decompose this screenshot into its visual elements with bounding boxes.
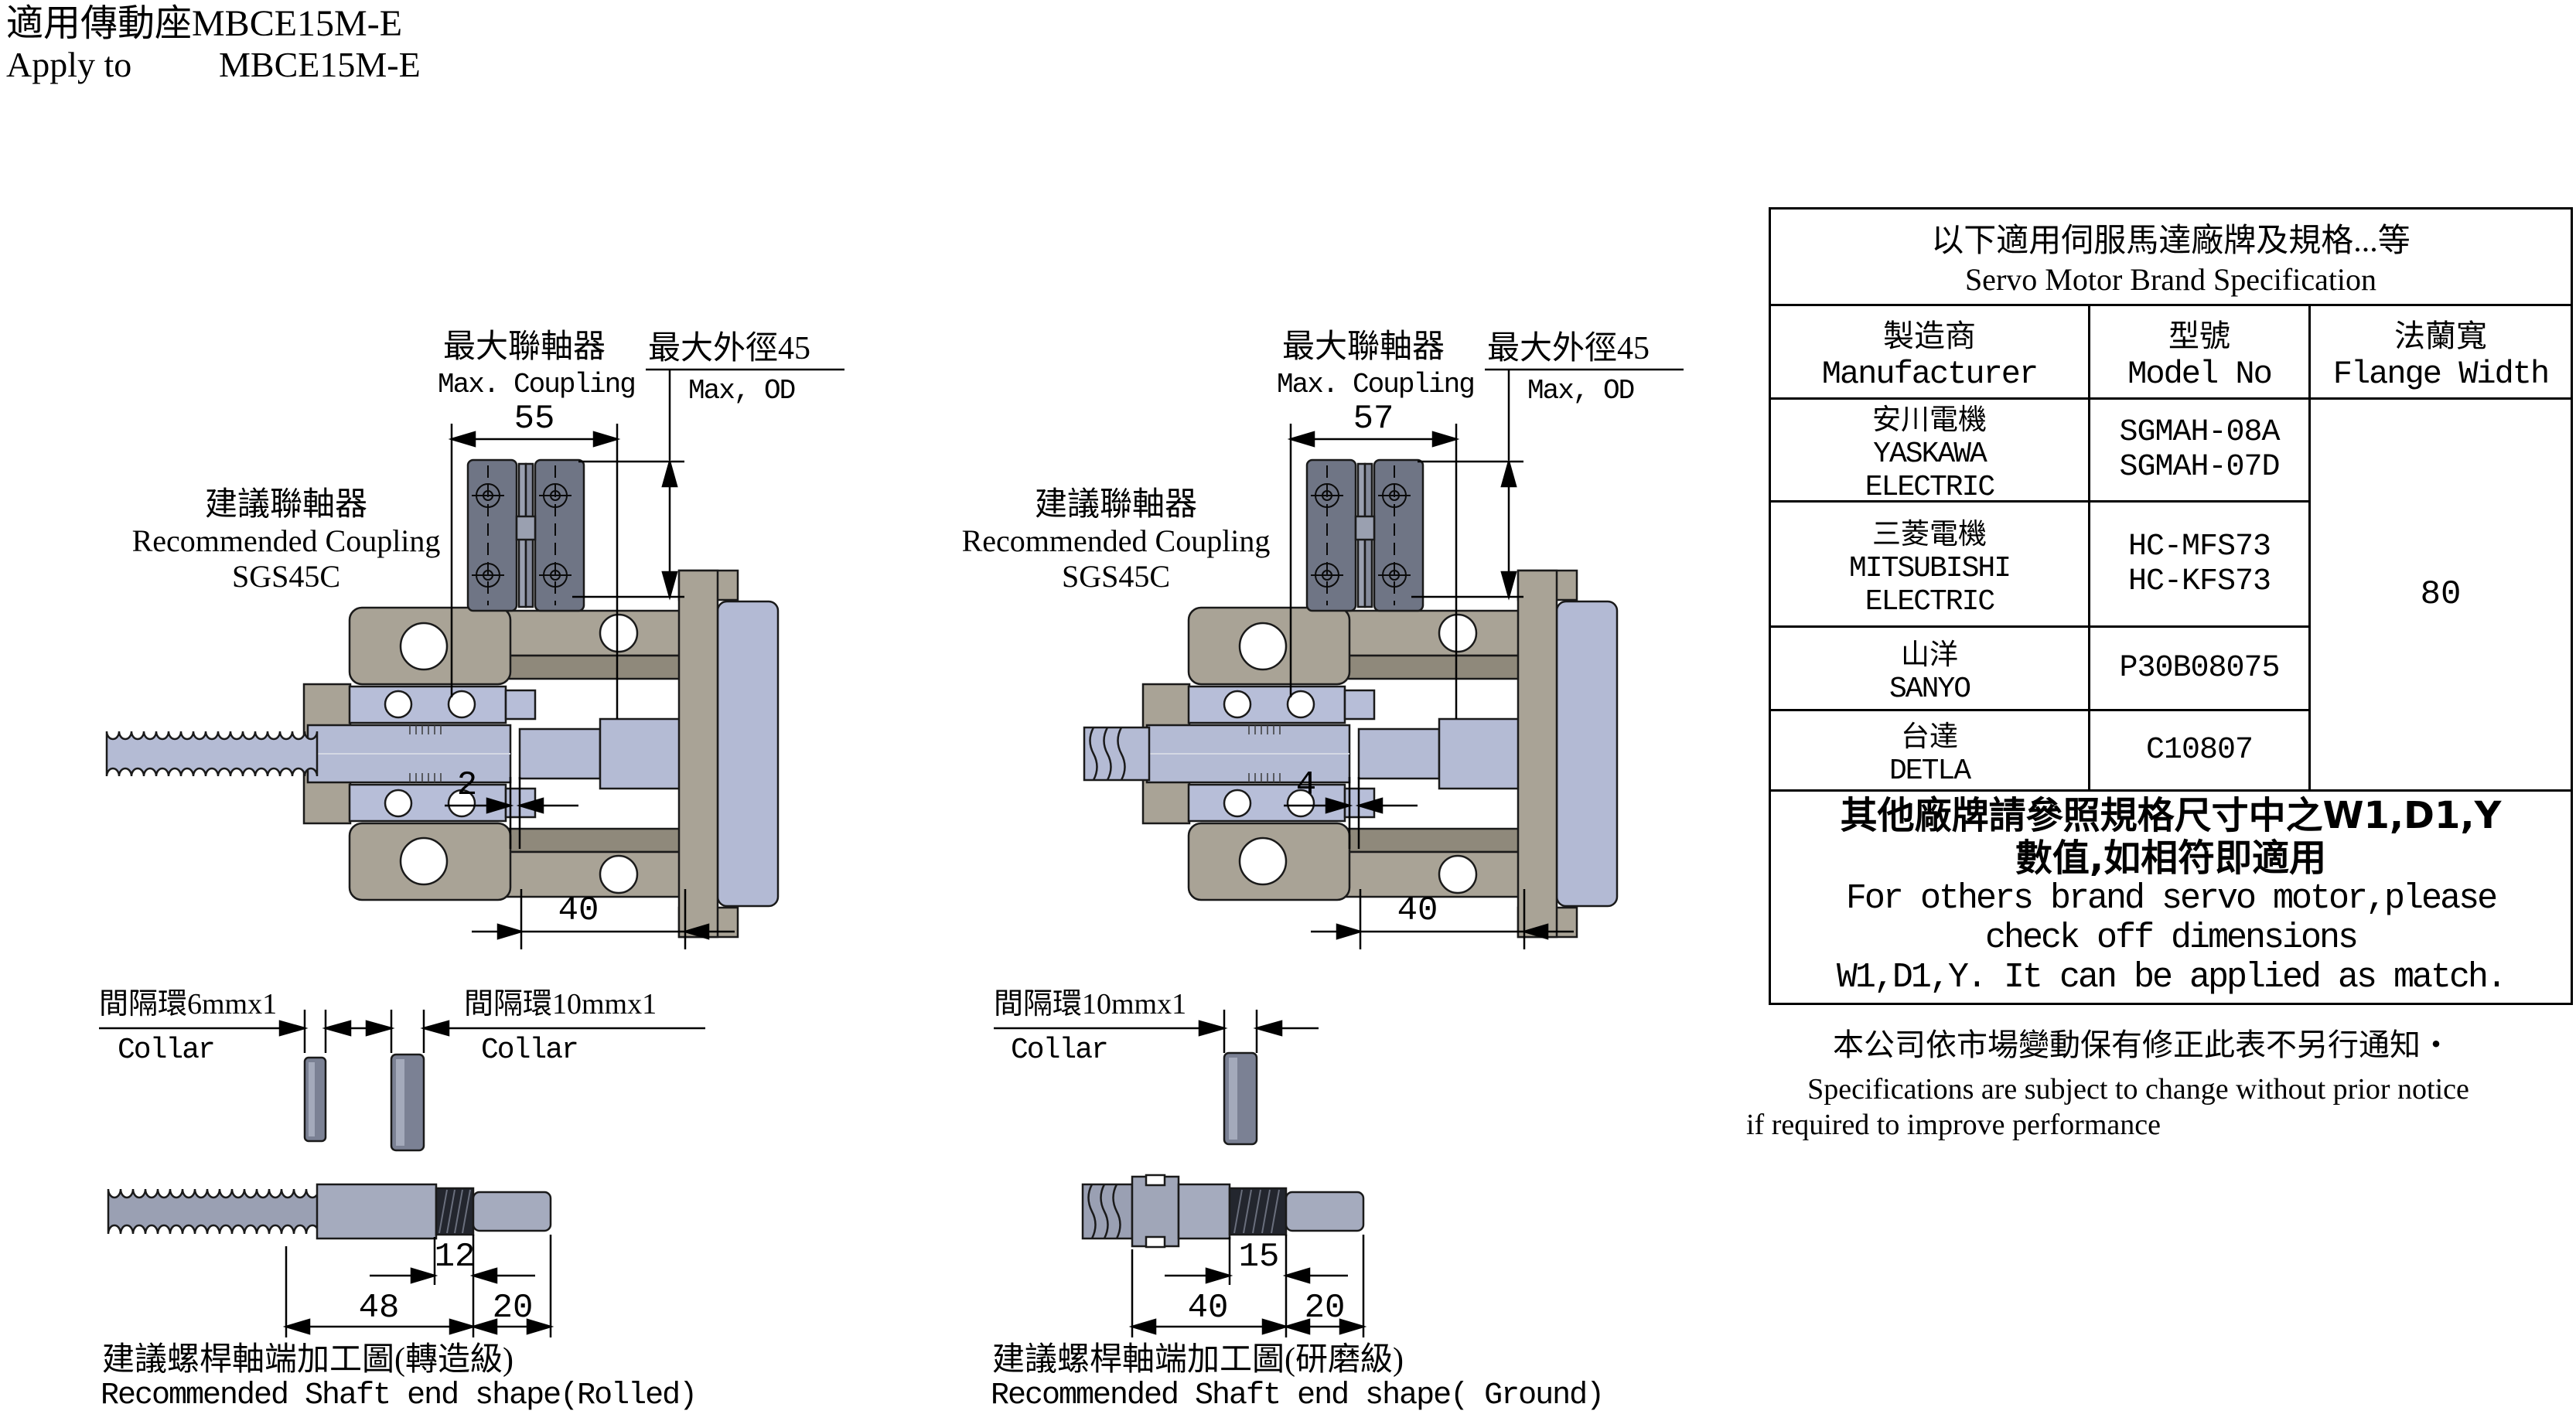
middle-max-od-label-en: Max, OD: [1527, 375, 1635, 407]
left-shaft-dim-48: 48: [358, 1289, 400, 1327]
middle-dim-coupling-width: 57: [1353, 400, 1394, 438]
middle-shaft-dim-15: 15: [1238, 1238, 1280, 1276]
middle-shaft-note-en: Recommended Shaft end shape( Ground): [991, 1378, 1605, 1413]
table-row-model: P30B08075: [2090, 628, 2308, 711]
middle-shaft-stub: [1083, 726, 1151, 782]
manufacturer-column: 安川電機 YASKAWA ELECTRIC 三菱電機 MITSUBISHI EL…: [1771, 400, 2090, 789]
middle-dim-pilot: 40: [1397, 891, 1438, 930]
servo-motor-spec-table: 以下適用伺服馬達廠牌及規格...等 Servo Motor Brand Spec…: [1769, 207, 2573, 1005]
left-max-od-label-en: Max, OD: [688, 375, 796, 407]
left-dimensions: [445, 368, 844, 949]
middle-collar-label-en: Collar: [1011, 1034, 1109, 1067]
assembly-cross-section: [302, 458, 780, 939]
left-shaft-note-zh: 建議螺桿軸端加工圖(轉造級): [102, 1342, 513, 1378]
left-rec-coupling-label-zh: 建議聯軸器: [204, 487, 368, 523]
middle-shaft-dimensions: [1128, 1235, 1367, 1337]
left-shaft-note-en: Recommended Shaft end shape(Rolled): [101, 1378, 698, 1413]
table-row-manufacturer: 台達 DETLA: [1888, 721, 1971, 788]
middle-collar-label-zh: 間隔環10mmx1: [994, 988, 1187, 1020]
page-title-zh: 適用傳動座MBCE15M-E: [6, 3, 403, 44]
table-row-model: HC-MFS73 HC-KFS73: [2090, 503, 2308, 628]
left-collar1-label-en: Collar: [118, 1034, 216, 1067]
col-header-manufacturer: 製造商 Manufacturer: [1771, 306, 2090, 397]
col-header-model-no: 型號 Model No: [2090, 306, 2311, 397]
left-collar2-label-en: Collar: [481, 1034, 579, 1067]
middle-shaft-dim-40: 40: [1187, 1289, 1229, 1327]
flange-width-value: 80: [2420, 575, 2462, 614]
middle-dimensions: [1284, 368, 1684, 949]
table-column-headers: 製造商 Manufacturer 型號 Model No 法蘭寬 Flange …: [1771, 306, 2571, 400]
middle-max-coupling-label-zh: 最大聯軸器: [1282, 329, 1445, 365]
middle-max-coupling-label-en: Max. Coupling: [1277, 369, 1476, 400]
left-max-coupling-label-zh: 最大聯軸器: [443, 329, 606, 365]
middle-dim-gap: 4: [1295, 766, 1317, 805]
middle-rec-coupling-label-zh: 建議聯軸器: [1034, 487, 1198, 523]
left-shaft-dim-12: 12: [434, 1238, 476, 1276]
left-shaft-dimensions: [282, 1235, 554, 1337]
left-ballscrew: [105, 731, 319, 777]
footnote-zh: 本公司依市場變動保有修正此表不另行通知・: [1833, 1027, 2451, 1062]
footnote-en-1: Specifications are subject to change wit…: [1807, 1073, 2469, 1106]
model-no-column: SGMAH-08A SGMAH-07D HC-MFS73 HC-KFS73 P3…: [2090, 400, 2311, 789]
left-dim-pilot: 40: [558, 891, 599, 930]
middle-rec-coupling-label-en: Recommended Coupling: [961, 523, 1271, 558]
middle-shaft-note-zh: 建議螺桿軸端加工圖(研磨級): [992, 1342, 1404, 1378]
col-header-flange-width: 法蘭寬 Flange Width: [2332, 319, 2550, 393]
left-max-coupling-label-en: Max. Coupling: [438, 369, 636, 400]
left-rec-coupling-label-en: Recommended Coupling: [131, 523, 441, 558]
middle-shaft-end-drawing: [1081, 1174, 1365, 1249]
left-shaft-end-drawing: [107, 1183, 552, 1240]
left-dim-gap: 2: [456, 766, 478, 805]
middle-shaft-dim-20: 20: [1304, 1289, 1346, 1327]
middle-max-od-label-zh: 最大外徑45: [1487, 331, 1650, 366]
table-title-en: Servo Motor Brand Specification: [1964, 262, 2377, 297]
table-title: 以下適用伺服馬達廠牌及規格...等 Servo Motor Brand Spec…: [1771, 210, 2571, 306]
table-note: 其他廠牌請參照規格尺寸中之W1,D1,Y 數值,如相符即適用 For other…: [1771, 789, 2571, 1003]
table-row-manufacturer: 安川電機 YASKAWA ELECTRIC: [1771, 400, 2088, 504]
table-row-model: SGMAH-08A SGMAH-07D: [2090, 400, 2308, 503]
table-body: 安川電機 YASKAWA ELECTRIC 三菱電機 MITSUBISHI EL…: [1771, 400, 2571, 789]
left-collar2-label-zh: 間隔環10mmx1: [464, 988, 657, 1020]
table-title-zh: 以下適用伺服馬達廠牌及規格...等: [1931, 223, 2411, 259]
left-collars: [99, 1010, 705, 1152]
footnote-en-2: if required to improve performance: [1746, 1109, 2161, 1141]
left-rec-coupling-model: SGS45C: [231, 559, 341, 594]
page-title-model: MBCE15M-E: [219, 45, 421, 84]
middle-collar: [994, 1010, 1319, 1146]
table-row-model: C10807: [2145, 733, 2254, 768]
table-row-manufacturer: 山洋 SANYO: [1771, 628, 2088, 711]
left-shaft-dim-20: 20: [492, 1289, 534, 1327]
left-dim-coupling-width: 55: [513, 400, 555, 438]
left-collar1-label-zh: 間隔環6mmx1: [99, 988, 278, 1020]
middle-rec-coupling-model: SGS45C: [1061, 559, 1171, 594]
table-row-manufacturer: 三菱電機 MITSUBISHI ELECTRIC: [1771, 503, 2088, 628]
left-max-od-label-zh: 最大外徑45: [648, 331, 811, 366]
page-title-apply-to: Apply to: [6, 45, 132, 84]
